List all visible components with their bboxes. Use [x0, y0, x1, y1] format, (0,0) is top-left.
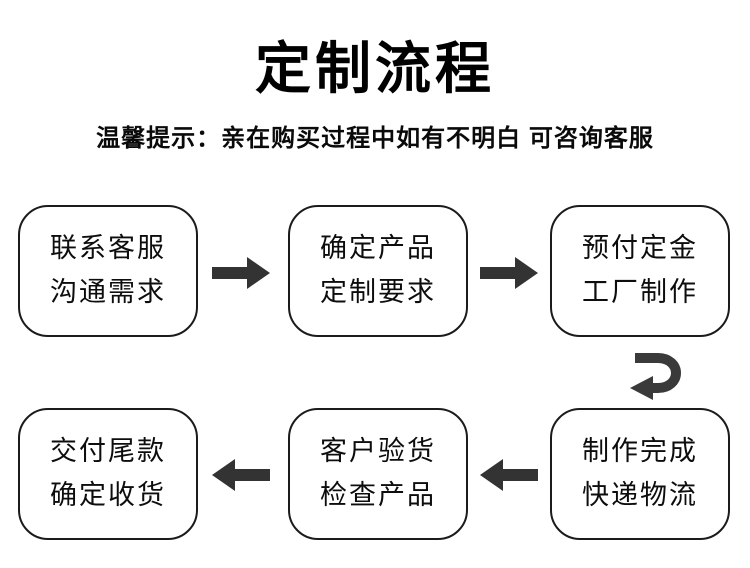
flow-step-shipping-line1: 制作完成: [582, 436, 698, 467]
flow-step-shipping-line2: 快递物流: [582, 480, 698, 510]
page-subtitle: 温馨提示：亲在购买过程中如有不明白 可咨询客服: [96, 125, 654, 152]
page-title: 定制流程: [255, 37, 495, 100]
flow-step-contact-line2: 沟通需求: [50, 277, 166, 307]
flow-step-requirements-line2: 定制要求: [320, 277, 436, 307]
arrow-right-icon: [480, 256, 538, 290]
flow-step-deposit-line1: 预付定金: [582, 233, 698, 264]
flow-step-payment-line1: 交付尾款: [50, 436, 166, 467]
arrow-left-icon: [480, 458, 538, 492]
flow-step-inspection-line2: 检查产品: [320, 480, 436, 510]
u-turn-down-arrow-icon: [622, 348, 684, 400]
flow-step-payment-line2: 确定收货: [50, 480, 166, 510]
arrow-right-icon: [212, 256, 270, 290]
flow-step-requirements-line1: 确定产品: [320, 233, 436, 264]
flow-step-payment-box: 交付尾款 确定收货: [18, 408, 198, 540]
flow-step-contact-line1: 联系客服: [50, 233, 166, 264]
flow-step-inspection-box: 客户验货 检查产品: [288, 408, 468, 540]
flow-step-requirements-box: 确定产品 定制要求: [288, 205, 468, 337]
flow-step-shipping-box: 制作完成 快递物流: [550, 408, 730, 540]
arrow-left-icon: [212, 458, 270, 492]
flow-step-deposit-line2: 工厂制作: [582, 277, 698, 307]
flow-step-inspection-line1: 客户验货: [320, 436, 436, 467]
flow-step-contact-box: 联系客服 沟通需求: [18, 205, 198, 337]
flow-step-deposit-box: 预付定金 工厂制作: [550, 205, 730, 337]
